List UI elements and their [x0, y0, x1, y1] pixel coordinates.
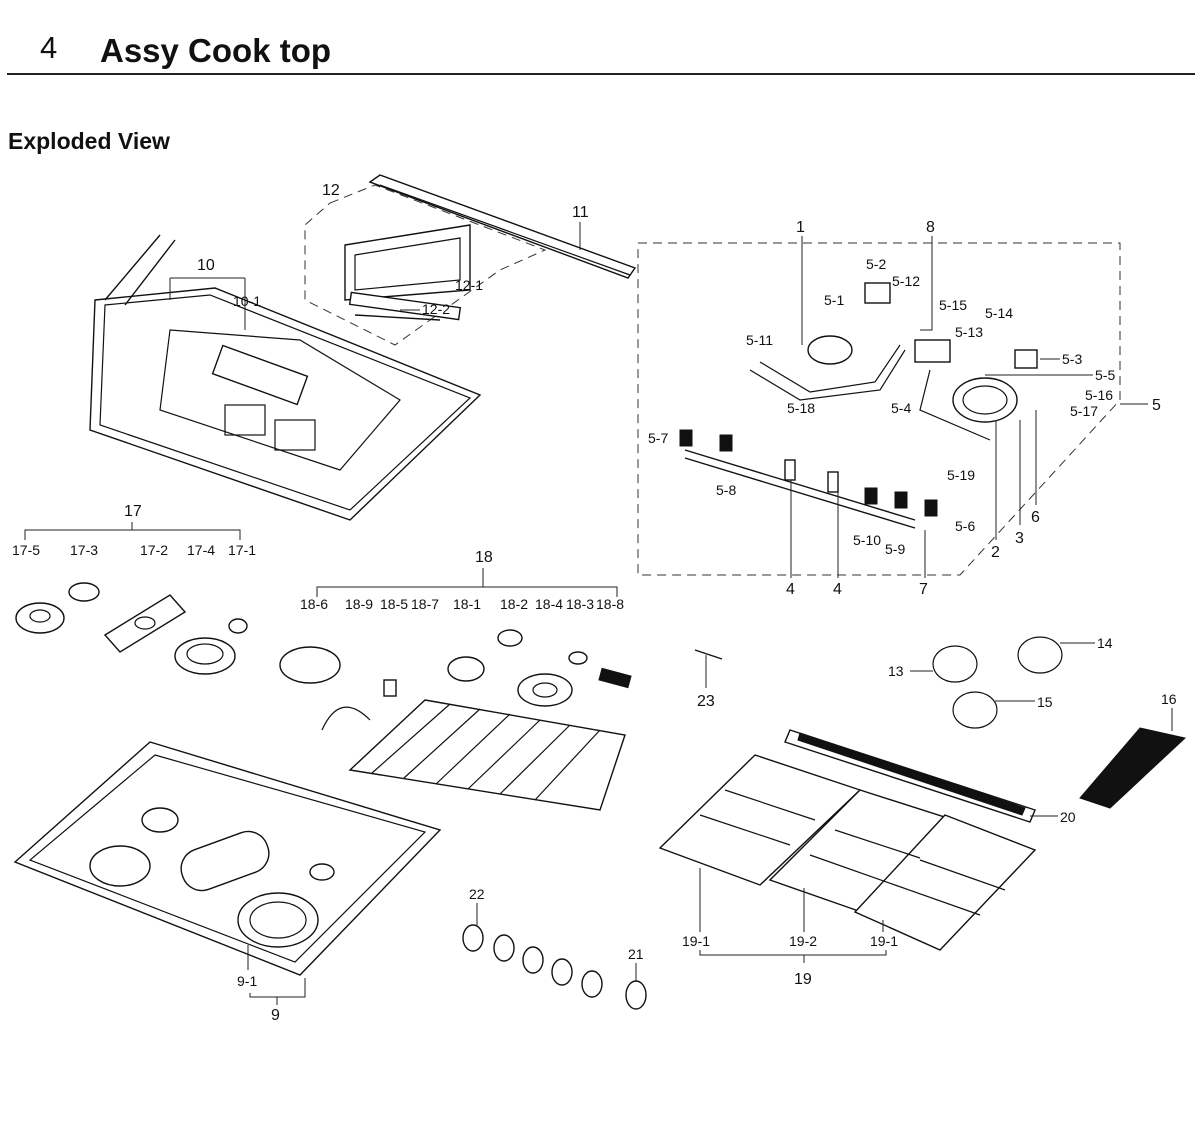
- callout-21: 21: [628, 946, 644, 962]
- callout-5-4: 5-4: [891, 400, 911, 416]
- callout-18-5: 18-5: [380, 596, 408, 612]
- callout-6: 6: [1031, 509, 1040, 526]
- callout-4a: 4: [786, 581, 795, 598]
- callout-18-7: 18-7: [411, 596, 439, 612]
- callout-23: 23: [697, 693, 715, 710]
- leader-18-bracket: [316, 586, 618, 597]
- part-5-manifold-lower: [679, 429, 938, 529]
- callout-13: 13: [888, 663, 904, 679]
- callout-12-2: 12-2: [422, 301, 450, 317]
- assembly-12-boundary: [304, 184, 547, 346]
- callout-14: 14: [1097, 635, 1113, 651]
- page-title: Assy Cook top: [100, 32, 332, 69]
- callout-17-4: 17-4: [187, 542, 215, 558]
- callout-5-16: 5-16: [1085, 387, 1113, 403]
- callout-12-1: 12-1: [455, 277, 483, 293]
- callout-18-2: 18-2: [500, 596, 528, 612]
- callout-18-9: 18-9: [345, 596, 373, 612]
- callout-11: 11: [572, 204, 589, 221]
- callout-5-8: 5-8: [716, 482, 736, 498]
- callout-18: 18: [475, 549, 493, 566]
- callout-5-5: 5-5: [1095, 367, 1115, 383]
- callout-5-9: 5-9: [885, 541, 905, 557]
- callout-17: 17: [124, 503, 142, 520]
- callout-5-3: 5-3: [1062, 351, 1082, 367]
- callout-3: 3: [1015, 530, 1024, 547]
- section-number: 4: [40, 30, 58, 65]
- part-19-grates: [658, 754, 1037, 951]
- callout-5-7: 5-7: [648, 430, 668, 446]
- part-18-7-rack: [348, 699, 626, 811]
- title-rule: [7, 73, 1195, 75]
- callout-7: 7: [919, 581, 928, 598]
- part-9-cooktop-panel: [13, 741, 442, 976]
- leader-8: [920, 236, 933, 331]
- callout-5-17: 5-17: [1070, 403, 1098, 419]
- callout-17-2: 17-2: [140, 542, 168, 558]
- callout-19-2: 19-2: [789, 933, 817, 949]
- callout-5-14: 5-14: [985, 305, 1013, 321]
- leader-9-bracket: [249, 978, 306, 998]
- callout-19-1b: 19-1: [870, 933, 898, 949]
- callout-5-1: 5-1: [824, 292, 844, 308]
- part-18-parts: [279, 629, 632, 731]
- callout-17-1: 17-1: [228, 542, 256, 558]
- leader-17-bracket: [24, 529, 241, 540]
- callout-15: 15: [1037, 694, 1053, 710]
- part-11-rail: [368, 174, 637, 279]
- callout-18-6: 18-6: [300, 596, 328, 612]
- callout-18-8: 18-8: [596, 596, 624, 612]
- callout-5-18: 5-18: [787, 400, 815, 416]
- callout-22: 22: [469, 886, 485, 902]
- callout-2: 2: [991, 544, 1000, 561]
- callout-5-11: 5-11: [746, 332, 773, 348]
- callout-4b: 4: [833, 581, 842, 598]
- callout-5: 5: [1152, 397, 1161, 414]
- wire-harnesses: [932, 636, 1063, 729]
- callout-20: 20: [1060, 809, 1076, 825]
- callout-18-4: 18-4: [535, 596, 563, 612]
- part-10-frame: [89, 234, 482, 521]
- section-heading: Exploded View: [8, 128, 170, 154]
- callout-5-13: 5-13: [955, 324, 983, 340]
- callout-10: 10: [197, 257, 215, 274]
- callout-5-12: 5-12: [892, 273, 920, 289]
- knobs: [462, 924, 647, 1010]
- callout-16: 16: [1161, 691, 1177, 707]
- callout-9: 9: [271, 1007, 280, 1024]
- callout-19: 19: [794, 971, 812, 988]
- callout-5-2: 5-2: [866, 256, 886, 272]
- part-5-manifold-upper: [749, 282, 1038, 441]
- callout-18-3: 18-3: [566, 596, 594, 612]
- callout-5-6: 5-6: [955, 518, 975, 534]
- callout-5-19: 5-19: [947, 467, 975, 483]
- part-16-filter: [1079, 727, 1187, 809]
- callout-9-1: 9-1: [237, 973, 257, 989]
- part-17-burners: [15, 582, 248, 675]
- callout-5-15: 5-15: [939, 297, 967, 313]
- part-12-bracket: [344, 224, 471, 321]
- callout-19-1a: 19-1: [682, 933, 710, 949]
- callout-5-10: 5-10: [853, 532, 881, 548]
- callout-8: 8: [926, 219, 935, 236]
- callout-1: 1: [796, 219, 805, 236]
- assembly-5-boundary: [637, 242, 1121, 576]
- callout-18-1: 18-1: [453, 596, 481, 612]
- part-23: [694, 649, 723, 660]
- callout-17-5: 17-5: [12, 542, 40, 558]
- leader-19-bracket: [699, 950, 887, 956]
- callout-17-3: 17-3: [70, 542, 98, 558]
- callout-12: 12: [322, 182, 340, 199]
- callout-10-1: 10-1: [233, 293, 261, 309]
